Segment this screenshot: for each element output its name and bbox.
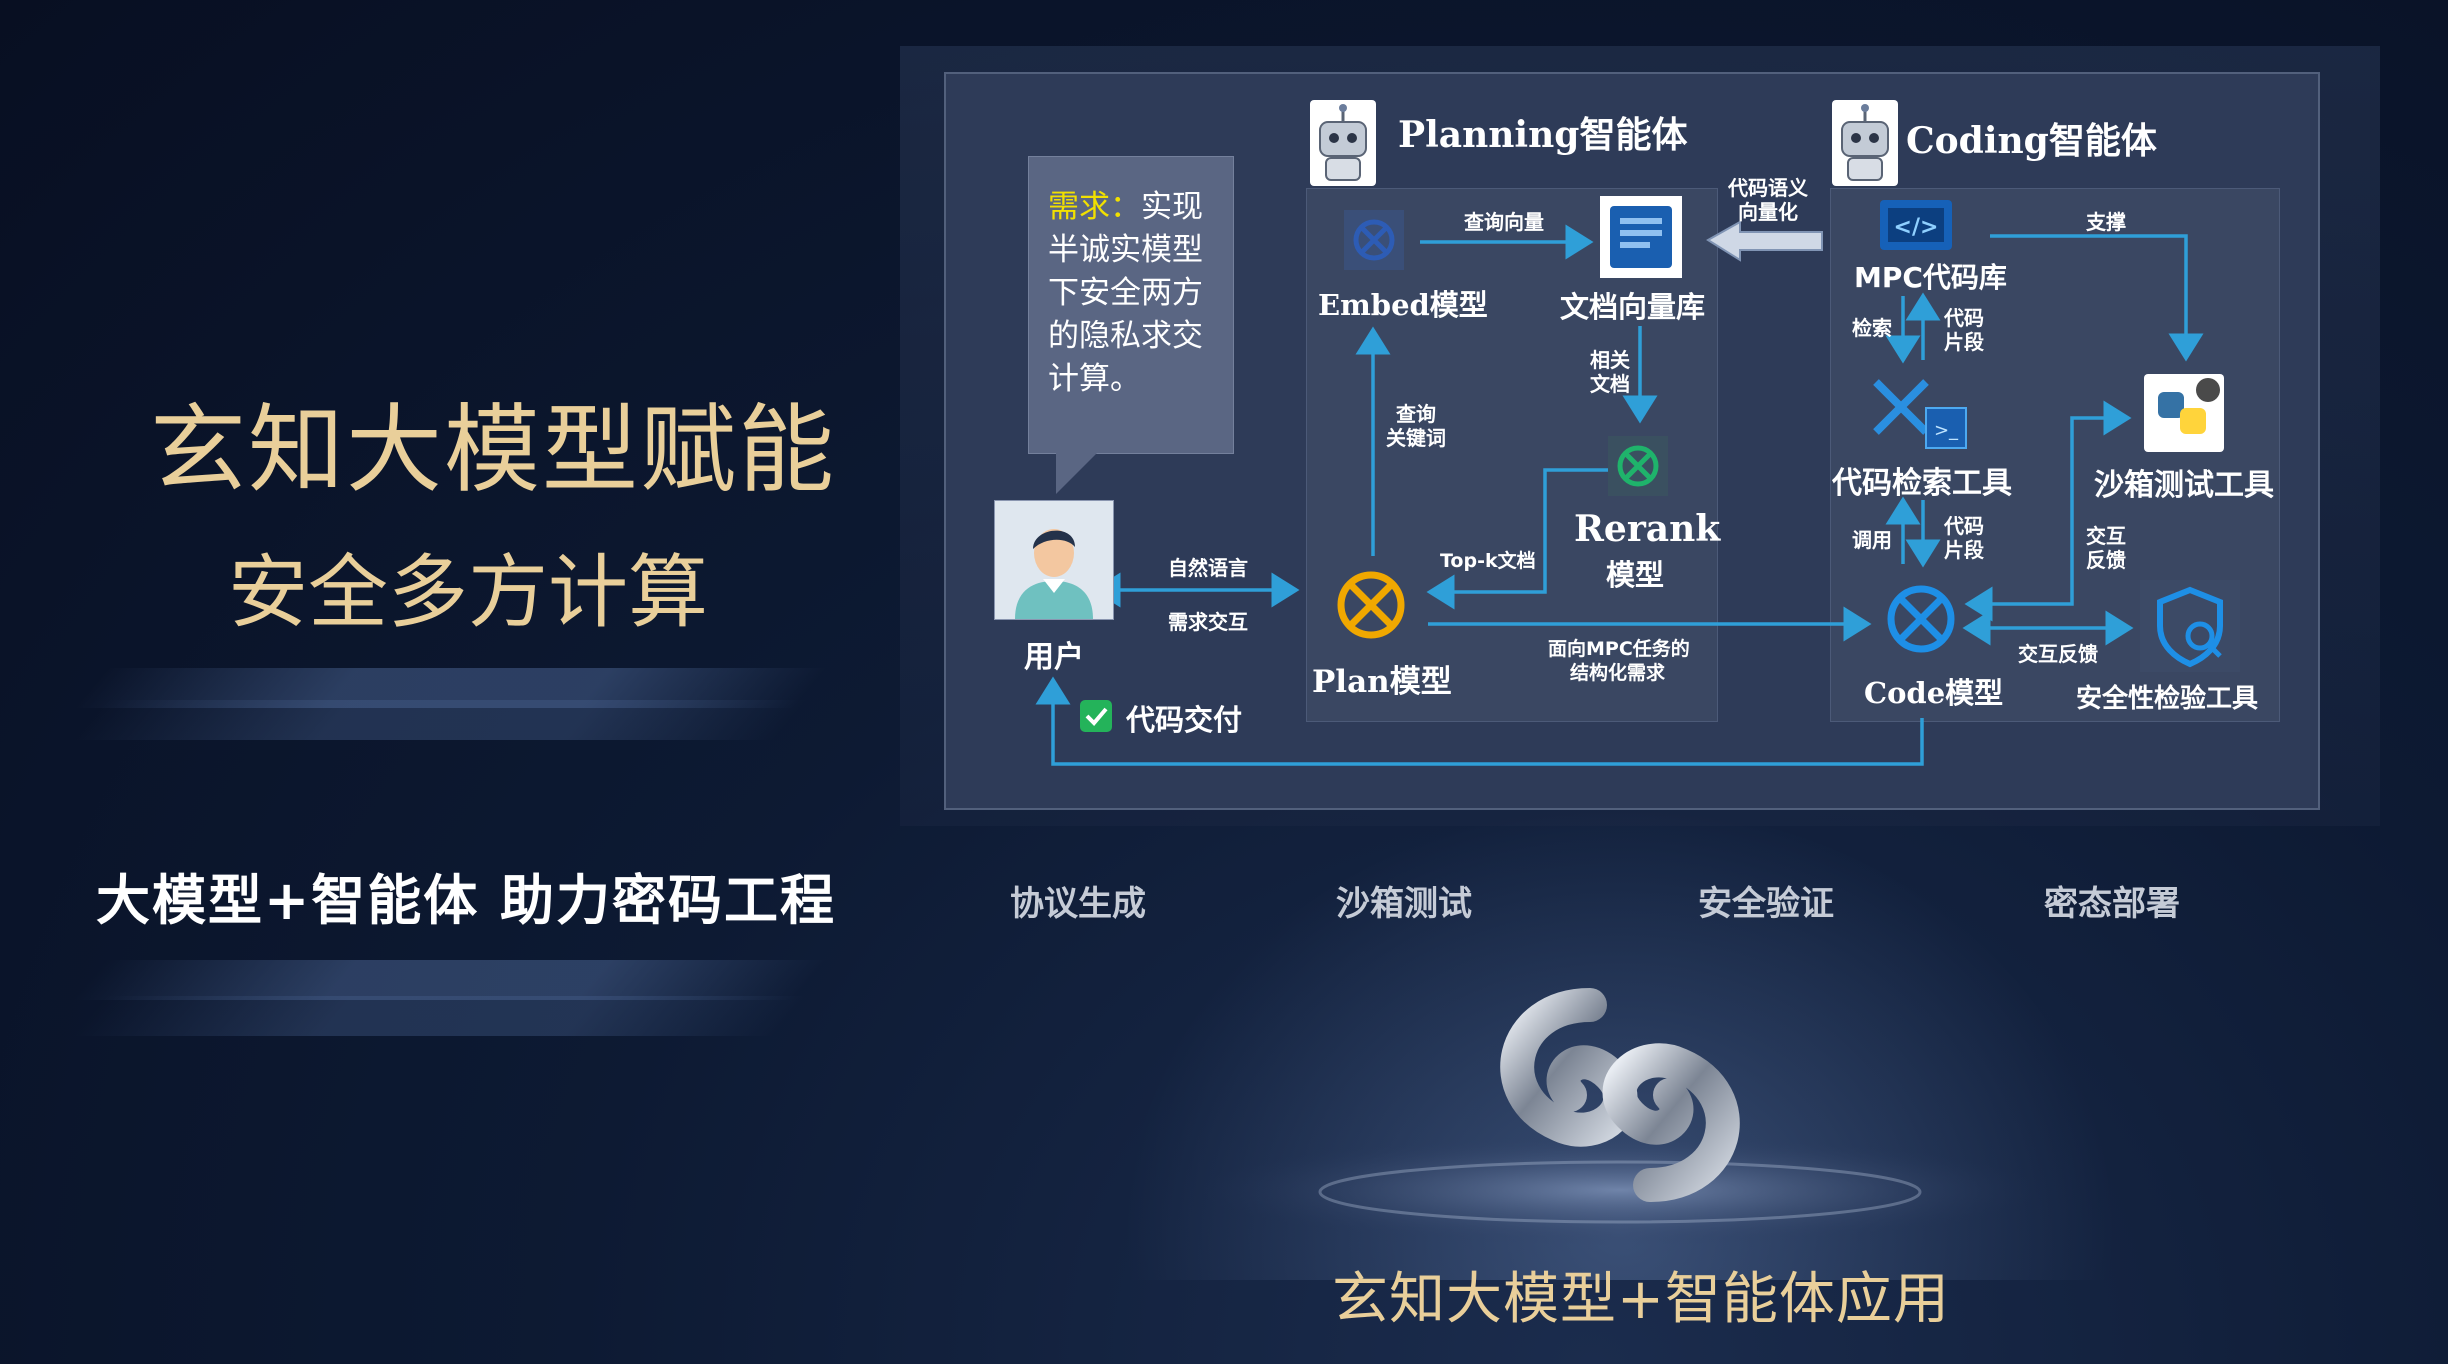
edge-label-related-2: 文档: [1590, 372, 1630, 396]
left-tagline: 大模型+智能体 助力密码工程: [96, 869, 837, 932]
edge-label-interaction-feedback-a: 交互: [2086, 524, 2126, 548]
deliver-label: 代码交付: [1126, 703, 1243, 737]
bottom-label-sandbox: 沙箱测试: [1336, 884, 1472, 924]
edge-label-interaction-feedback-b: 交互反馈: [2018, 642, 2098, 666]
code-model-label: Code模型: [1864, 676, 2004, 710]
user-label: 用户: [1024, 640, 1084, 675]
left-subtitle: 安全多方计算: [228, 546, 708, 639]
coding-agent-title: Coding智能体: [1906, 120, 2157, 162]
rerank-model-label-2: 模型: [1606, 558, 1665, 592]
checkbox-icon: [1080, 700, 1112, 732]
tools-icon: >_: [1866, 372, 1970, 454]
plan-model-label: Plan模型: [1312, 664, 1452, 700]
request-label: 需求：: [1048, 189, 1141, 225]
request-content: 实现半诚实模型下安全两方的隐私求交计算。: [1048, 189, 1203, 397]
request-bubble: [1028, 156, 1234, 454]
edge-label-related: 相关: [1590, 348, 1630, 372]
code-library-icon: </>: [1874, 194, 1958, 256]
edge-label-query-keyword: 查询: [1396, 402, 1436, 426]
edge-label-query-vector: 查询向量: [1464, 210, 1544, 234]
edge-label-support: 支撑: [2086, 210, 2126, 234]
doc-db-label: 文档向量库: [1560, 290, 1706, 324]
edge-label-requirement-interaction: 需求交互: [1168, 610, 1248, 634]
security-tool-label: 安全性检验工具: [2076, 684, 2259, 714]
edge-label-code-vectorize: 代码语义: [1728, 176, 1808, 200]
rerank-model-label: Rerank: [1574, 508, 1721, 550]
user-avatar-icon: [994, 500, 1114, 620]
bottom-label-protocol: 协议生成: [1010, 884, 1146, 924]
svg-text:</>: </>: [1894, 215, 1939, 240]
request-bubble-tail: [1056, 450, 1100, 494]
edge-label-invoke: 调用: [1852, 528, 1892, 552]
sandbox-tool-label: 沙箱测试工具: [2094, 468, 2274, 503]
embed-model-label: Embed模型: [1318, 288, 1488, 322]
openai-icon: [1326, 560, 1416, 650]
vectorize-arrow: [1706, 220, 1823, 262]
edge-label-code-snippet-2: 片段: [1944, 330, 1984, 354]
edge-label-structured-2: 结构化需求: [1570, 662, 1666, 684]
openai-icon: [1876, 574, 1966, 664]
edge-label-code-vectorize-2: 向量化: [1738, 200, 1798, 224]
edge-label-code-snippet-b: 代码: [1944, 514, 1984, 538]
app-title: 玄知大模型+智能体应用: [1332, 1267, 1950, 1332]
openai-icon: [1608, 436, 1668, 496]
document-database-icon: [1600, 196, 1682, 278]
edge-label-code-snippet: 代码: [1944, 306, 1984, 330]
svg-text:>_: >_: [1934, 420, 1959, 441]
python-icon: [2144, 374, 2224, 452]
edge-label-query-keyword-2: 关键词: [1386, 426, 1446, 450]
logo-icon: [1500, 988, 1740, 1202]
bottom-label-verify: 安全验证: [1698, 884, 1834, 924]
planning-agent-title: Planning智能体: [1398, 114, 1688, 156]
openai-icon: [1344, 210, 1404, 270]
bottom-label-deploy: 密态部署: [2044, 884, 2180, 924]
mpc-code-lib-label: MPC代码库: [1854, 261, 2007, 294]
request-text: 需求：实现半诚实模型下安全两方的隐私求交计算。: [1048, 186, 1228, 401]
logo-pedestal: [1200, 988, 2040, 1245]
left-title: 玄知大模型赋能: [150, 394, 836, 506]
edge-label-retrieve: 检索: [1852, 316, 1892, 340]
edge-label-topk: Top-k文档: [1440, 550, 1536, 572]
robot-icon: [1832, 100, 1898, 186]
edge-label-natural-language: 自然语言: [1168, 556, 1248, 580]
edge-label-structured: 面向MPC任务的: [1548, 638, 1690, 660]
edge-label-code-snippet-b-2: 片段: [1944, 538, 1984, 562]
edge-label-interaction-feedback-a-2: 反馈: [2086, 548, 2126, 572]
security-shield-icon: [2140, 580, 2240, 672]
retrieval-tool-label: 代码检索工具: [1832, 466, 2012, 501]
robot-icon: [1310, 100, 1376, 186]
